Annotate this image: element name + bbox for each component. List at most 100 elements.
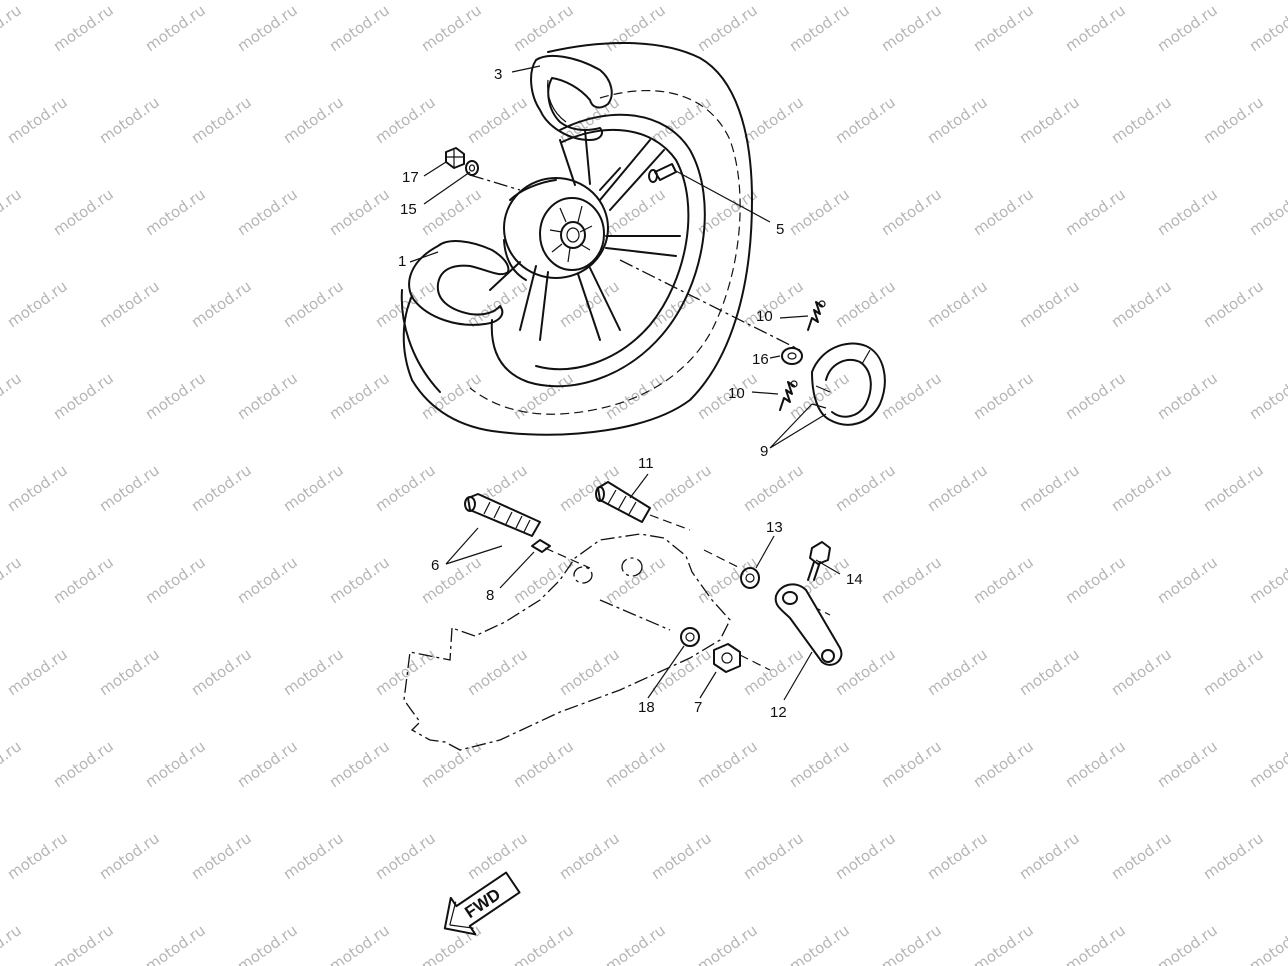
- brake-shoe-9: [811, 342, 886, 426]
- watermark-text: motod.ru: [1108, 461, 1175, 515]
- watermark-text: motod.ru: [464, 645, 531, 699]
- watermark-text: motod.ru: [878, 185, 945, 239]
- watermark-text: motod.ru: [740, 277, 807, 331]
- watermark-text: motod.ru: [924, 829, 991, 883]
- watermark-text: motod.ru: [648, 461, 715, 515]
- watermark-text: motod.ru: [786, 369, 853, 423]
- watermark-text: motod.ru: [878, 921, 945, 966]
- watermark-text: motod.ru: [924, 277, 991, 331]
- watermark-text: motod.ru: [1108, 829, 1175, 883]
- callout-12: 12: [770, 704, 787, 721]
- watermark-text: motod.ru: [50, 553, 117, 607]
- rear-wheel: [400, 41, 801, 436]
- watermark-text: motod.ru: [1108, 645, 1175, 699]
- watermark-text: motod.ru: [418, 1, 485, 55]
- watermark-text: motod.ru: [142, 369, 209, 423]
- washer-15: [465, 160, 479, 176]
- callout-10-upper: 10: [756, 308, 773, 325]
- watermark-text: motod.ru: [970, 553, 1037, 607]
- watermark-text: motod.ru: [740, 461, 807, 515]
- spring-10-lower: [779, 380, 798, 411]
- watermark-text: motod.ru: [464, 93, 531, 147]
- watermark-text: motod.ru: [878, 369, 945, 423]
- watermark-text: motod.ru: [280, 277, 347, 331]
- watermark-text: motod.ru: [0, 369, 25, 423]
- watermark-text: motod.ru: [234, 1, 301, 55]
- watermark-text: motod.ru: [188, 645, 255, 699]
- watermark-text: motod.ru: [326, 1, 393, 55]
- watermark-text: motod.ru: [234, 737, 301, 791]
- spring-10-upper: [807, 300, 826, 331]
- watermark-text: motod.ru: [280, 461, 347, 515]
- watermark-text: motod.ru: [188, 461, 255, 515]
- callout-7: 7: [694, 699, 702, 716]
- watermark-text: motod.ru: [1246, 553, 1288, 607]
- watermark-text: motod.ru: [280, 93, 347, 147]
- watermark-text: motod.ru: [1062, 1, 1129, 55]
- watermark-text: motod.ru: [1062, 737, 1129, 791]
- bolt-14: [807, 541, 831, 581]
- washer-13: [740, 567, 760, 589]
- watermark-text: motod.ru: [50, 185, 117, 239]
- watermark-text: motod.ru: [96, 645, 163, 699]
- watermark-text: motod.ru: [326, 185, 393, 239]
- watermark-text: motod.ru: [234, 553, 301, 607]
- watermark-text: motod.ru: [786, 1, 853, 55]
- watermark-text: motod.ru: [924, 645, 991, 699]
- watermark-text: motod.ru: [0, 921, 25, 966]
- watermark-text: motod.ru: [326, 553, 393, 607]
- watermark-text: motod.ru: [786, 737, 853, 791]
- watermark-text: motod.ru: [142, 553, 209, 607]
- watermark-text: motod.ru: [694, 921, 761, 966]
- watermark-text: motod.ru: [1154, 553, 1221, 607]
- shaft-6: [464, 493, 541, 537]
- watermark-text: motod.ru: [1062, 553, 1129, 607]
- watermark-text: motod.ru: [1154, 1, 1221, 55]
- watermark-text: motod.ru: [1154, 185, 1221, 239]
- watermark-text: motod.ru: [418, 553, 485, 607]
- watermark-text: motod.ru: [4, 829, 71, 883]
- watermark-text: motod.ru: [602, 553, 669, 607]
- watermark-text: motod.ru: [188, 93, 255, 147]
- watermark-text: motod.ru: [556, 645, 623, 699]
- watermark-text: motod.ru: [556, 277, 623, 331]
- watermark-text: motod.ru: [96, 829, 163, 883]
- watermark-text: motod.ru: [372, 93, 439, 147]
- watermark-text: motod.ru: [878, 737, 945, 791]
- watermark-text: motod.ru: [1246, 369, 1288, 423]
- watermark-text: motod.ru: [0, 737, 25, 791]
- watermark-text: motod.ru: [970, 737, 1037, 791]
- watermark-text: motod.ru: [0, 553, 25, 607]
- callout-10-lower: 10: [728, 385, 745, 402]
- pin-8: [531, 539, 551, 553]
- watermark-text: motod.ru: [1200, 277, 1267, 331]
- watermark-text: motod.ru: [1200, 461, 1267, 515]
- watermark-text: motod.ru: [1062, 185, 1129, 239]
- watermark-text: motod.ru: [602, 1, 669, 55]
- watermark-text: motod.ru: [1200, 93, 1267, 147]
- watermark-text: motod.ru: [740, 645, 807, 699]
- watermark-text: motod.ru: [832, 829, 899, 883]
- watermark-text: motod.ru: [326, 921, 393, 966]
- watermark-text: motod.ru: [786, 185, 853, 239]
- watermark-text: motod.ru: [602, 369, 669, 423]
- watermark-text: motod.ru: [280, 829, 347, 883]
- watermark-text: motod.ru: [1016, 461, 1083, 515]
- watermark-text: motod.ru: [832, 277, 899, 331]
- nut-17: [445, 147, 465, 169]
- watermark-text: motod.ru: [602, 185, 669, 239]
- watermark-text: motod.ru: [1016, 645, 1083, 699]
- watermark-text: motod.ru: [0, 185, 25, 239]
- nut-7: [713, 643, 741, 673]
- watermark-text: motod.ru: [142, 737, 209, 791]
- watermark-text: motod.ru: [1154, 369, 1221, 423]
- watermark-text: motod.ru: [556, 829, 623, 883]
- leader-lines: [409, 65, 841, 701]
- watermark-text: motod.ru: [1200, 829, 1267, 883]
- watermark-text: motod.ru: [1246, 185, 1288, 239]
- watermark-text: motod.ru: [142, 921, 209, 966]
- callout-1: 1: [398, 253, 406, 270]
- callout-5: 5: [776, 221, 784, 238]
